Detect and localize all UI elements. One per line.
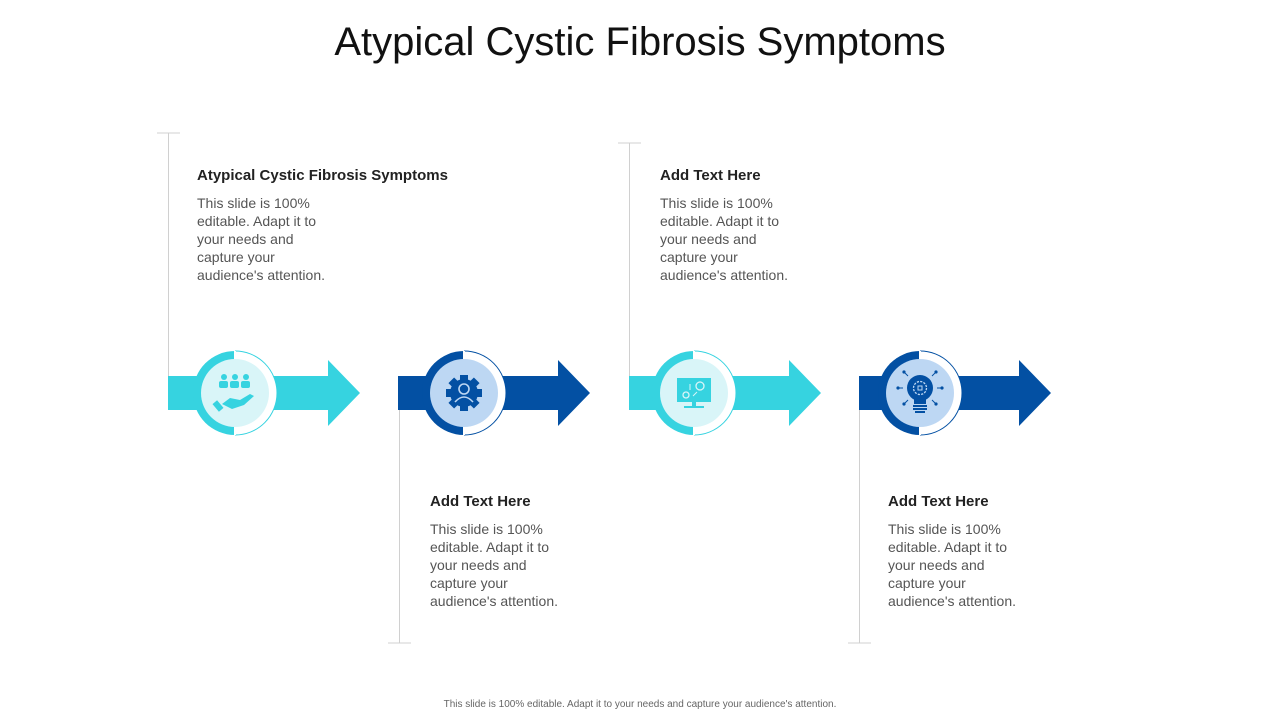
hand-people-icon bbox=[212, 374, 254, 412]
slide-footer: This slide is 100% editable. Adapt it to… bbox=[443, 699, 837, 710]
gear-user-icon bbox=[446, 375, 482, 411]
step-4 bbox=[848, 350, 1051, 644]
step-3 bbox=[618, 142, 821, 436]
monitor-gears-icon bbox=[677, 378, 711, 408]
step-1-text: Atypical Cystic Fibrosis Symptoms This s… bbox=[197, 167, 497, 284]
step-heading: Add Text Here bbox=[430, 493, 531, 510]
step-1 bbox=[157, 132, 360, 436]
step-heading: Atypical Cystic Fibrosis Symptoms bbox=[197, 167, 448, 184]
step-heading: Add Text Here bbox=[660, 167, 761, 184]
step-heading: Add Text Here bbox=[888, 493, 989, 510]
step-body: This slide is 100% editable. Adapt it to… bbox=[197, 195, 325, 283]
icon-circle bbox=[201, 359, 269, 427]
step-body: This slide is 100% editable. Adapt it to… bbox=[888, 521, 1016, 609]
step-body: This slide is 100% editable. Adapt it to… bbox=[660, 195, 788, 283]
step-3-text: Add Text Here This slide is 100% editabl… bbox=[660, 167, 960, 284]
step-body: This slide is 100% editable. Adapt it to… bbox=[430, 521, 558, 609]
slide-title: Atypical Cystic Fibrosis Symptoms bbox=[334, 20, 946, 64]
step-4-text: Add Text Here This slide is 100% editabl… bbox=[888, 493, 1188, 610]
step-2 bbox=[388, 350, 590, 644]
step-2-text: Add Text Here This slide is 100% editabl… bbox=[430, 493, 730, 610]
lightbulb-gear-icon bbox=[896, 370, 944, 413]
